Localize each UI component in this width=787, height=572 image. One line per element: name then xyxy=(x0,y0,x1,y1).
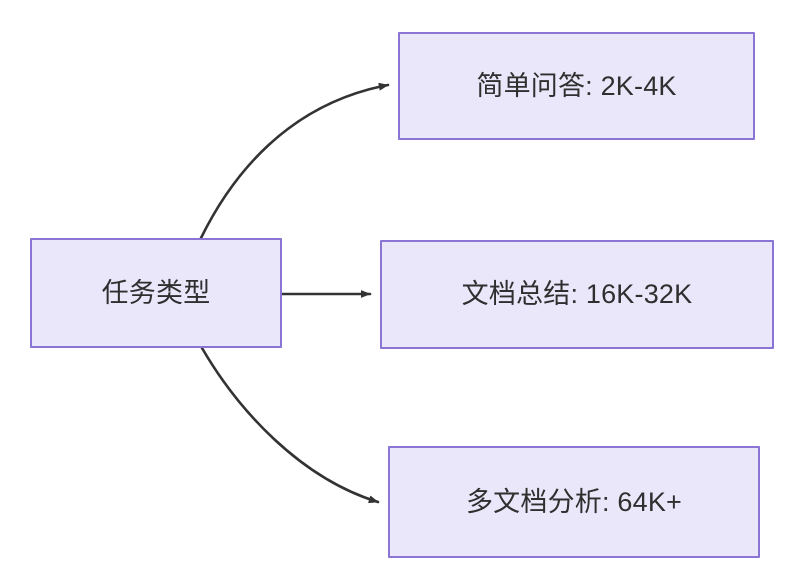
node-label: 简单问答: 2K-4K xyxy=(476,70,677,101)
node-label: 任务类型 xyxy=(101,277,211,308)
node-document-summary[interactable]: 文档总结: 16K-32K xyxy=(380,240,774,349)
node-label: 文档总结: 16K-32K xyxy=(461,279,693,310)
node-task-type[interactable]: 任务类型 xyxy=(30,238,282,348)
node-simple-qa[interactable]: 简单问答: 2K-4K xyxy=(398,32,755,140)
node-multi-document-analysis[interactable]: 多文档分析: 64K+ xyxy=(388,446,760,558)
edge-source-to-multidoc xyxy=(200,346,380,504)
edge-source-to-simple xyxy=(199,82,390,240)
node-label: 多文档分析: 64K+ xyxy=(465,486,682,517)
